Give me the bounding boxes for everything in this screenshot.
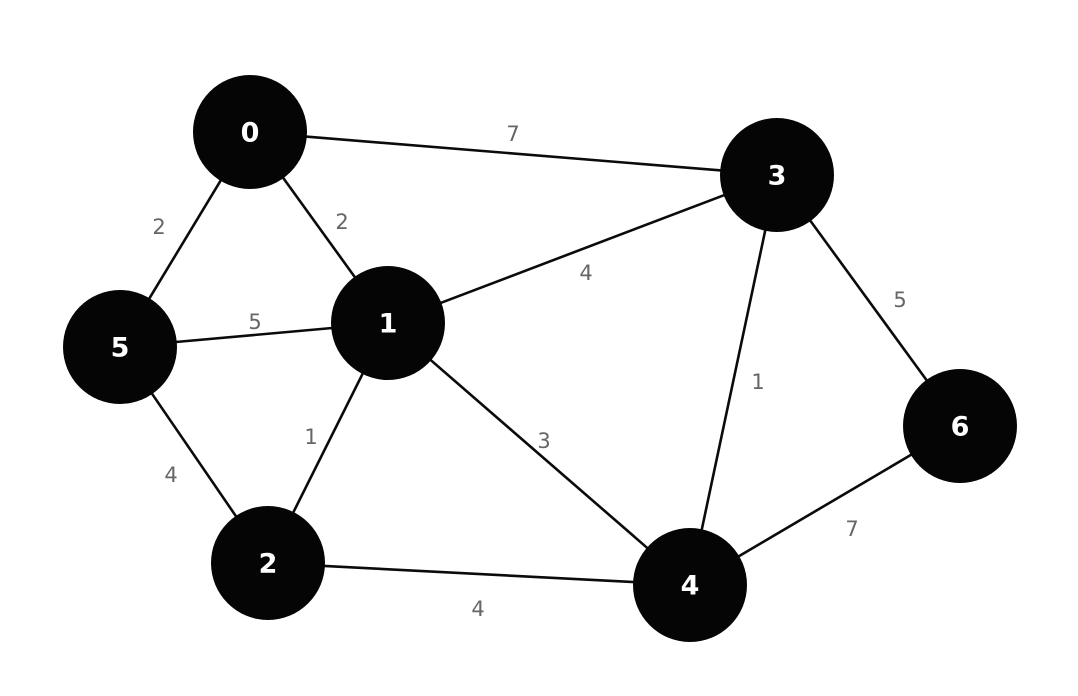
edge-weight-label-2-4: 4 — [471, 597, 484, 621]
graph-edge-3-6 — [808, 218, 929, 383]
graph-edge-5-2 — [150, 391, 238, 519]
edge-weight-label-0-1: 2 — [335, 210, 348, 234]
graph-node-5[interactable]: 5 — [63, 290, 177, 404]
graph-node-circle-4[interactable] — [633, 528, 747, 642]
graph-edge-0-3 — [304, 135, 723, 172]
graph-node-3[interactable]: 3 — [720, 118, 834, 232]
graph-node-circle-3[interactable] — [720, 118, 834, 232]
graph-node-label-1: 1 — [379, 309, 398, 340]
edge-weight-label-1-4: 3 — [537, 429, 550, 453]
graph-edge-0-1 — [281, 176, 357, 279]
graph-edge-0-5 — [147, 178, 223, 301]
edge-weight-label-1-5: 5 — [248, 310, 261, 334]
edge-weight-label-0-3: 7 — [506, 122, 519, 146]
edge-weight-label-3-6: 5 — [893, 288, 906, 312]
graph-node-label-0: 0 — [241, 118, 260, 149]
edge-labels-layer: 7 2 2 4 5 1 3 4 4 1 5 7 — [152, 122, 906, 621]
edge-weight-label-1-3: 4 — [579, 261, 592, 285]
graph-edge-1-2 — [291, 371, 365, 515]
graph-node-0[interactable]: 0 — [193, 75, 307, 189]
graph-node-label-3: 3 — [768, 161, 787, 192]
graph-node-label-4: 4 — [681, 571, 700, 602]
graph-node-label-6: 6 — [951, 412, 970, 443]
graph-node-2[interactable]: 2 — [211, 506, 325, 620]
graph-node-circle-5[interactable] — [63, 290, 177, 404]
graph-node-circle-1[interactable] — [331, 266, 445, 380]
graph-node-circle-6[interactable] — [903, 369, 1017, 483]
graph-edge-3-4 — [700, 228, 767, 532]
graph-node-label-5: 5 — [111, 333, 130, 364]
graph-edge-4-6 — [736, 453, 914, 558]
edge-weight-label-1-2: 1 — [304, 425, 317, 449]
edge-weight-label-5-2: 4 — [164, 463, 177, 487]
edge-weight-label-4-6: 7 — [845, 517, 858, 541]
graph-node-6[interactable]: 6 — [903, 369, 1017, 483]
graph-node-circle-2[interactable] — [211, 506, 325, 620]
graph-edge-2-4 — [322, 564, 636, 584]
graph-edge-1-5 — [174, 326, 334, 344]
graph-node-4[interactable]: 4 — [633, 528, 747, 642]
graph-node-1[interactable]: 1 — [331, 266, 445, 380]
edge-weight-label-3-4: 1 — [751, 370, 764, 394]
graph-edge-1-4 — [429, 358, 649, 550]
graph-edge-1-3 — [439, 193, 726, 305]
nodes-layer: 0 1 2 3 4 5 6 — [63, 75, 1017, 642]
edge-weight-label-0-5: 2 — [152, 215, 165, 239]
edges-layer — [147, 135, 929, 584]
graph-node-circle-0[interactable] — [193, 75, 307, 189]
graph-node-label-2: 2 — [259, 549, 278, 580]
